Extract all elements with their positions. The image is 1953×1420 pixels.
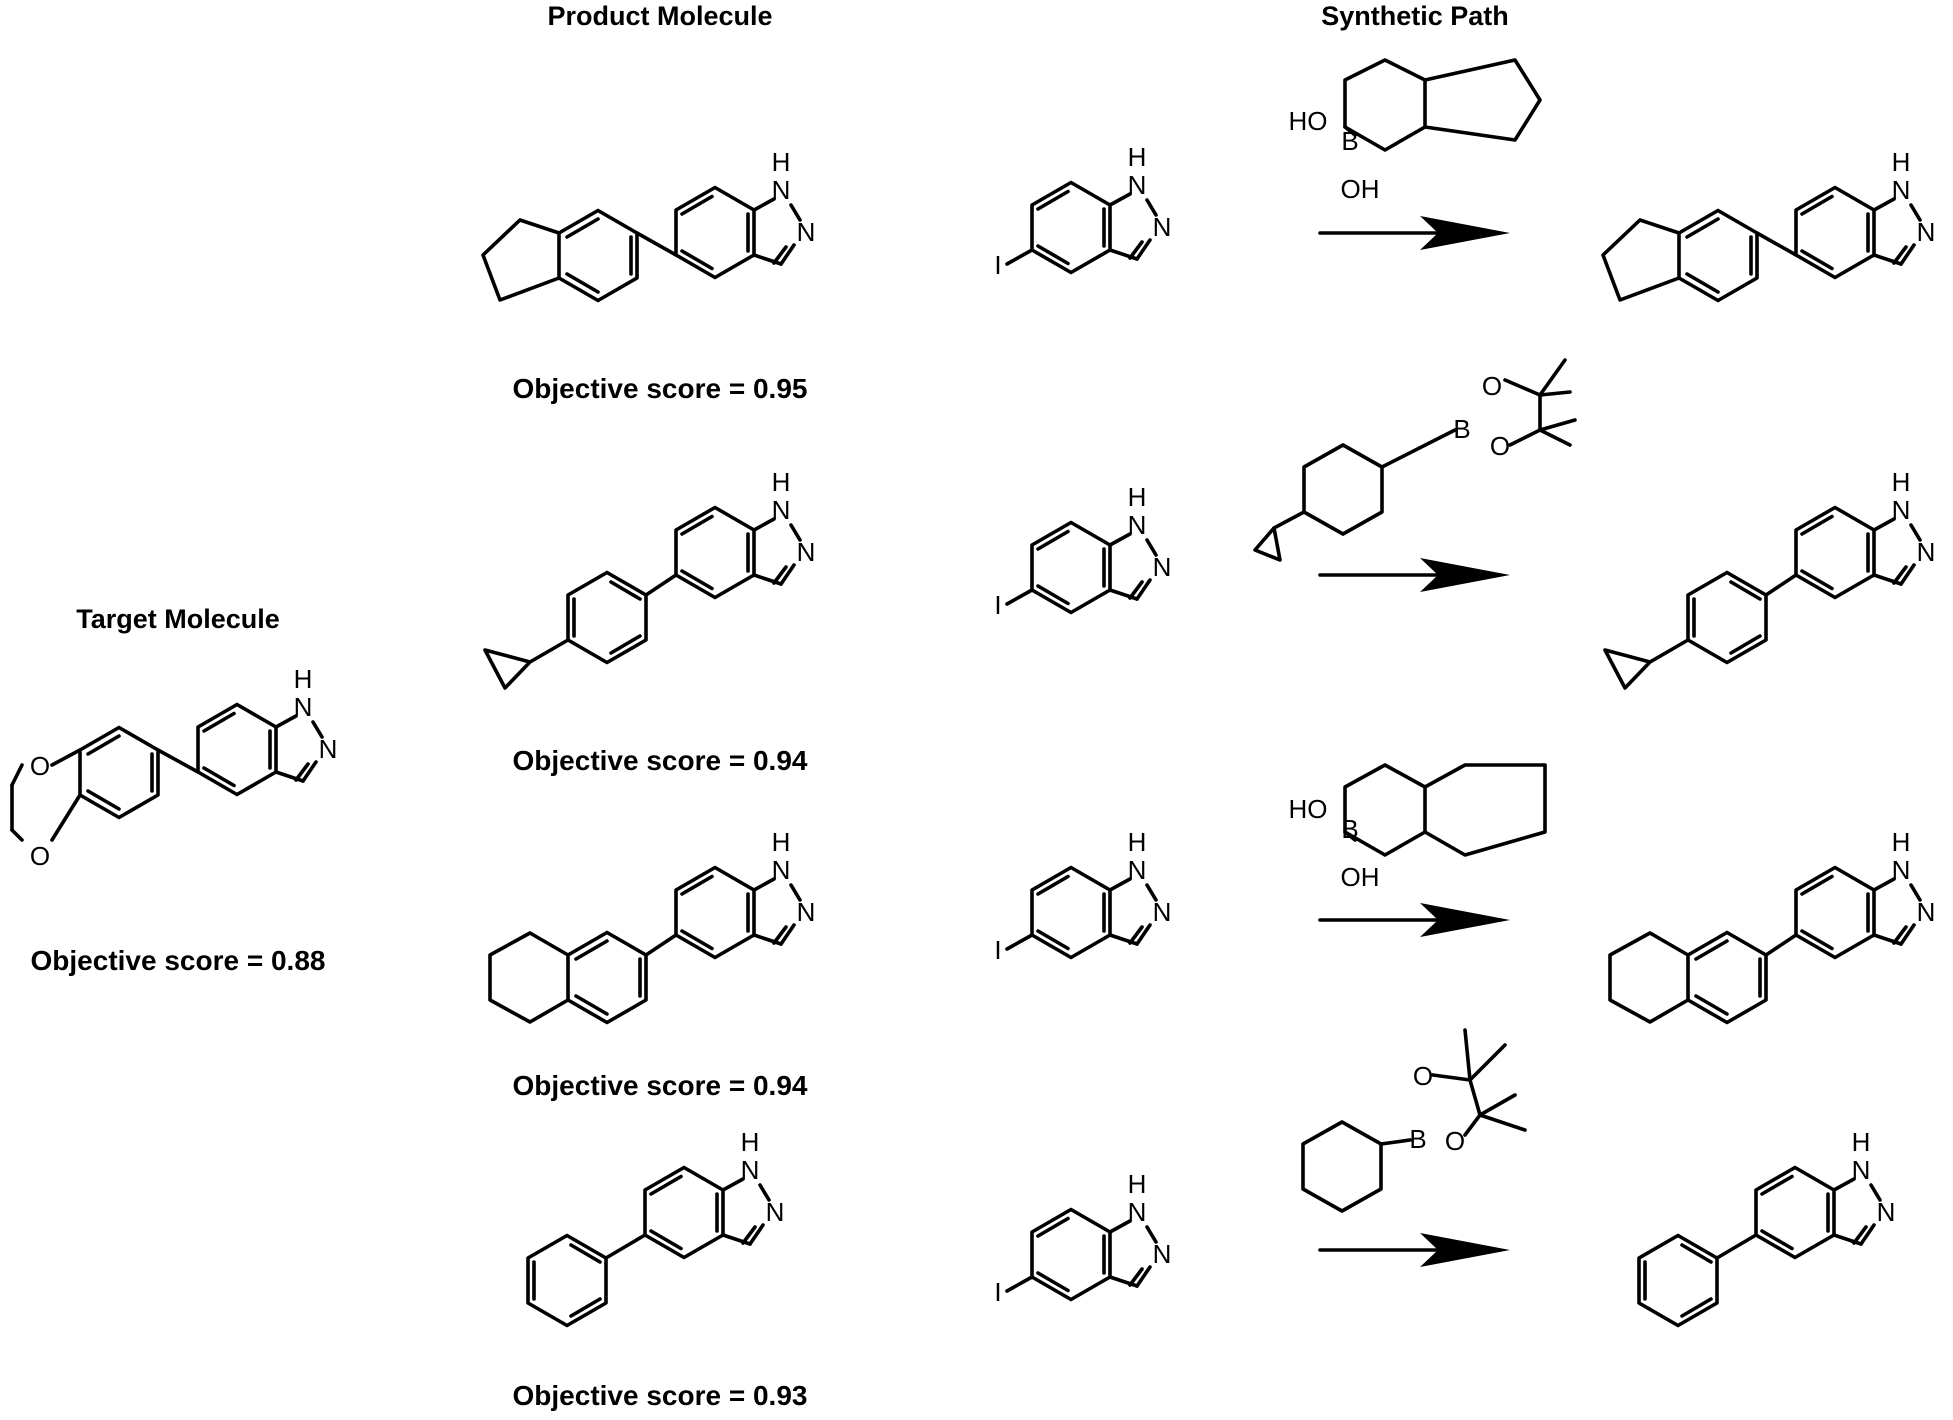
atom-label: B (1453, 414, 1470, 444)
atom-label: B (1341, 814, 1358, 844)
product-4-score: Objective score = 0.93 (513, 1380, 808, 1411)
atom-label: O (1413, 1061, 1433, 1091)
atom-label: B (1341, 126, 1358, 156)
atom-label: OH (1341, 174, 1380, 204)
path-row-1: B HO OH (994, 58, 1938, 303)
product-1-score: Objective score = 0.95 (513, 373, 808, 404)
atom-label: B (1409, 1124, 1426, 1154)
atom-label: HO (1289, 106, 1328, 136)
product-3 (488, 825, 818, 1025)
synthetic-path-header: Synthetic Path (1321, 1, 1509, 31)
target-molecule: O O (10, 662, 340, 871)
reagent-1: B HO OH (1289, 58, 1542, 204)
product-4 (526, 1125, 787, 1328)
reagent-4: B O O (1301, 1028, 1527, 1213)
product-2 (483, 465, 818, 690)
atom-label: O (30, 751, 50, 781)
path-row-3: B HO OH (994, 763, 1938, 1025)
path-row-2: B O O (994, 358, 1938, 690)
atom-label: O (1445, 1126, 1465, 1156)
atom-label: O (1482, 371, 1502, 401)
reagent-3: B HO OH (1289, 763, 1547, 892)
product-2-score: Objective score = 0.94 (513, 745, 808, 776)
atom-label: HO (1289, 794, 1328, 824)
product-header: Product Molecule (547, 1, 772, 31)
target-header: Target Molecule (76, 604, 280, 634)
product-1 (481, 145, 818, 303)
product-3-score: Objective score = 0.94 (513, 1070, 808, 1101)
atom-label: OH (1341, 862, 1380, 892)
atom-label: O (30, 841, 50, 871)
reagent-2: B O O (1253, 358, 1577, 562)
path-row-4: B O O (994, 1028, 1898, 1328)
atom-label: O (1490, 431, 1510, 461)
target-score: Objective score = 0.88 (31, 945, 326, 976)
